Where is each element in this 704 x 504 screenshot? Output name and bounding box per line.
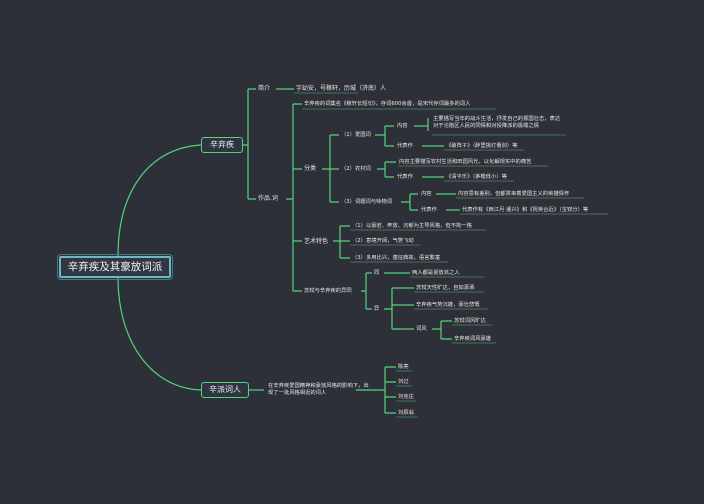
member-3[interactable]: 刘克庄	[398, 394, 414, 400]
compare-style-2[interactable]: 辛弃疾词风豪雄	[454, 336, 492, 342]
art-label[interactable]: 艺术特色	[304, 238, 329, 245]
compare-diff-label[interactable]: 异	[374, 306, 380, 312]
c2-label[interactable]: （2）农村词	[341, 166, 371, 172]
c3-rep-label[interactable]: 代表作	[421, 207, 437, 213]
intro-text[interactable]: 字幼安，号稼轩，历城（济南）人	[296, 85, 387, 92]
compare-label[interactable]: 苏轼与辛弃疾的异同	[304, 288, 352, 294]
c3-content[interactable]: 内容思有差别，但都贯串着爱国主义的英雄情怀	[458, 191, 570, 197]
c1-rep[interactable]: 《破阵子》（醉里挑灯看剑）等	[446, 143, 518, 149]
c1-label[interactable]: （1）爱国词	[341, 132, 371, 138]
c2-content[interactable]: 内容主要描写农村生活和田园风光，以化解现实中的痛苦	[399, 159, 532, 165]
c3-label[interactable]: （3）词题词与咏物词	[341, 199, 393, 205]
art-item-2[interactable]: （2）意境开阔，气势飞动	[352, 238, 414, 244]
works-summary[interactable]: 辛弃疾的词集名《稼轩长短句》，存词600余首，是宋代存词最多的词人	[304, 101, 471, 107]
compare-diff-2[interactable]: 辛弃疾气势沉雄，豪壮悲慨	[416, 302, 480, 308]
c1-content-label[interactable]: 内容	[397, 123, 408, 129]
art-item-1[interactable]: （1）以豪宕、奔放、沉郁为主导风格，但不拘一格	[352, 223, 472, 229]
c2-rep[interactable]: 《清平乐》（茅檐低小）等	[446, 174, 507, 180]
member-2[interactable]: 刘过	[398, 379, 409, 385]
member-1[interactable]: 陈亮	[398, 364, 409, 370]
works-label[interactable]: 作品.词	[258, 195, 278, 202]
c2-rep-label[interactable]: 代表作	[397, 174, 413, 180]
branch-xinpai[interactable]: 辛派词人	[201, 382, 249, 398]
compare-style-label[interactable]: 词风	[416, 326, 427, 332]
compare-same[interactable]: 两人都是豪放派之人	[412, 270, 460, 276]
compare-diff-1[interactable]: 苏轼天性旷达，自如潇洒	[416, 285, 475, 291]
compare-style-1[interactable]: 苏轼词风旷达	[454, 318, 486, 324]
intro-label[interactable]: 简介	[258, 85, 271, 92]
member-4[interactable]: 刘辰翁	[398, 410, 414, 416]
xinpai-desc[interactable]: 在辛弃疾爱国精神和豪放风格的影响下，出现了一批风格相近的词人	[268, 383, 369, 396]
c3-rep[interactable]: 代表作有《西江月·遣兴》和《祝英台近》（宝钗分）等	[462, 207, 589, 213]
c1-rep-label[interactable]: 代表作	[397, 143, 413, 149]
root-topic[interactable]: 辛弃疾及其豪放词派	[57, 254, 173, 280]
branch-xinqiji[interactable]: 辛弃疾	[201, 137, 243, 153]
c3-content-label[interactable]: 内容	[421, 191, 432, 197]
art-item-3[interactable]: （3）多用比兴，善征典故，语言繁富	[352, 255, 441, 261]
compare-same-label[interactable]: 同	[374, 270, 380, 276]
category-label[interactable]: 分类	[304, 165, 317, 172]
c1-content[interactable]: 主要描写当年的战斗生活，抒发自己的报国壮志，表达对于沦陷区人民的同情和对投降派的…	[433, 116, 561, 129]
